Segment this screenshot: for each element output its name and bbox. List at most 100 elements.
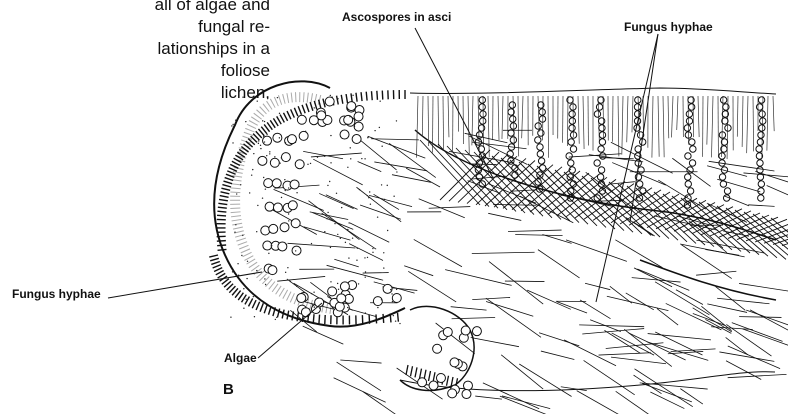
stipple-dot bbox=[372, 252, 373, 253]
stipple-dot bbox=[231, 125, 232, 126]
hypha bbox=[577, 391, 636, 414]
alga-cell bbox=[443, 327, 452, 336]
hypha bbox=[566, 240, 627, 262]
ascospore bbox=[598, 167, 604, 173]
paraphysis bbox=[578, 96, 579, 144]
ascospore bbox=[756, 104, 762, 110]
stipple-dot bbox=[254, 316, 255, 317]
paraphysis bbox=[458, 96, 459, 132]
ascospore bbox=[724, 188, 730, 194]
cilium bbox=[218, 207, 227, 208]
stipple-dot bbox=[236, 193, 237, 194]
ascospore bbox=[535, 137, 541, 143]
hypha bbox=[414, 239, 462, 266]
hypha bbox=[508, 230, 562, 231]
cilium bbox=[221, 188, 230, 190]
alga-cell bbox=[392, 294, 401, 303]
stipple-dot bbox=[330, 135, 331, 136]
cilium bbox=[217, 245, 226, 246]
hypha bbox=[611, 357, 666, 364]
stipple-dot bbox=[326, 218, 327, 219]
stipple-dot bbox=[356, 260, 357, 261]
stipple-dot bbox=[349, 116, 350, 117]
hypha bbox=[599, 353, 651, 355]
paraphysis bbox=[422, 96, 423, 136]
paraphysis bbox=[567, 96, 568, 146]
alga-cell bbox=[433, 344, 442, 353]
paraphysis bbox=[707, 96, 708, 145]
ascospore bbox=[685, 174, 691, 180]
cilium bbox=[273, 118, 278, 126]
cilium bbox=[225, 178, 234, 181]
ascospore bbox=[537, 172, 543, 178]
ascospore bbox=[685, 153, 691, 159]
stipple-dot bbox=[345, 242, 346, 243]
stipple-dot bbox=[271, 245, 272, 246]
label-fungus-hyphae-left: Fungus hyphae bbox=[12, 287, 101, 301]
ascospore bbox=[689, 160, 695, 166]
ascospore bbox=[757, 160, 763, 166]
stipple-dot bbox=[266, 134, 267, 135]
stipple-dot bbox=[350, 158, 351, 159]
ascospore bbox=[640, 188, 646, 194]
stipple-dot bbox=[367, 137, 368, 138]
hypha bbox=[489, 262, 543, 305]
cilium bbox=[420, 369, 422, 379]
paraphysis bbox=[668, 96, 669, 138]
ascospore bbox=[757, 139, 763, 145]
ascospore bbox=[537, 151, 543, 157]
hypha bbox=[650, 392, 684, 409]
paraphysis bbox=[627, 96, 628, 142]
stipple-dot bbox=[337, 98, 338, 99]
hypha bbox=[500, 396, 550, 414]
cilium bbox=[245, 297, 249, 305]
stipple-dot bbox=[311, 293, 312, 294]
stipple-dot bbox=[281, 157, 282, 158]
stipple-dot bbox=[264, 278, 265, 279]
hypha bbox=[519, 364, 571, 396]
ascospore bbox=[479, 97, 485, 103]
alga-cell bbox=[325, 97, 334, 106]
hypha bbox=[429, 207, 471, 209]
stipple-dot bbox=[256, 231, 257, 232]
paraphysis bbox=[632, 96, 633, 132]
stipple-dot bbox=[305, 131, 306, 132]
ascospore bbox=[690, 146, 696, 152]
stipple-dot bbox=[367, 257, 368, 258]
stipple-dot bbox=[399, 323, 400, 324]
ascospore bbox=[759, 111, 765, 117]
stipple-dot bbox=[352, 95, 353, 96]
cilium bbox=[411, 366, 413, 376]
ascospore bbox=[689, 139, 695, 145]
cilium bbox=[390, 313, 391, 322]
hatch-line bbox=[782, 230, 788, 246]
stipple-dot bbox=[260, 145, 261, 146]
hypha bbox=[527, 290, 571, 309]
paraphysis bbox=[498, 96, 499, 140]
paraphysis bbox=[428, 96, 429, 146]
hypha bbox=[671, 349, 716, 352]
stipple-dot bbox=[324, 156, 325, 157]
stipple-dot bbox=[241, 255, 242, 256]
hypha bbox=[580, 300, 610, 319]
hypha bbox=[584, 360, 635, 394]
stipple-dot bbox=[314, 107, 315, 108]
stipple-dot bbox=[387, 185, 388, 186]
alga-cell bbox=[297, 115, 306, 124]
ascospore bbox=[758, 195, 764, 201]
paraphysis bbox=[618, 96, 619, 156]
hypha bbox=[334, 378, 386, 403]
stipple-dot bbox=[379, 100, 380, 101]
stipple-dot bbox=[367, 195, 368, 196]
ascospore bbox=[509, 102, 515, 108]
alga-cell bbox=[354, 122, 363, 131]
stipple-dot bbox=[269, 151, 270, 152]
paraphysis bbox=[518, 96, 519, 156]
stipple-dot bbox=[352, 237, 353, 238]
cilium bbox=[337, 96, 339, 105]
stipple-dot bbox=[341, 207, 342, 208]
alga-cell bbox=[263, 136, 272, 145]
cilium bbox=[371, 91, 372, 100]
stipple-dot bbox=[329, 181, 330, 182]
stipple-dot bbox=[311, 243, 312, 244]
